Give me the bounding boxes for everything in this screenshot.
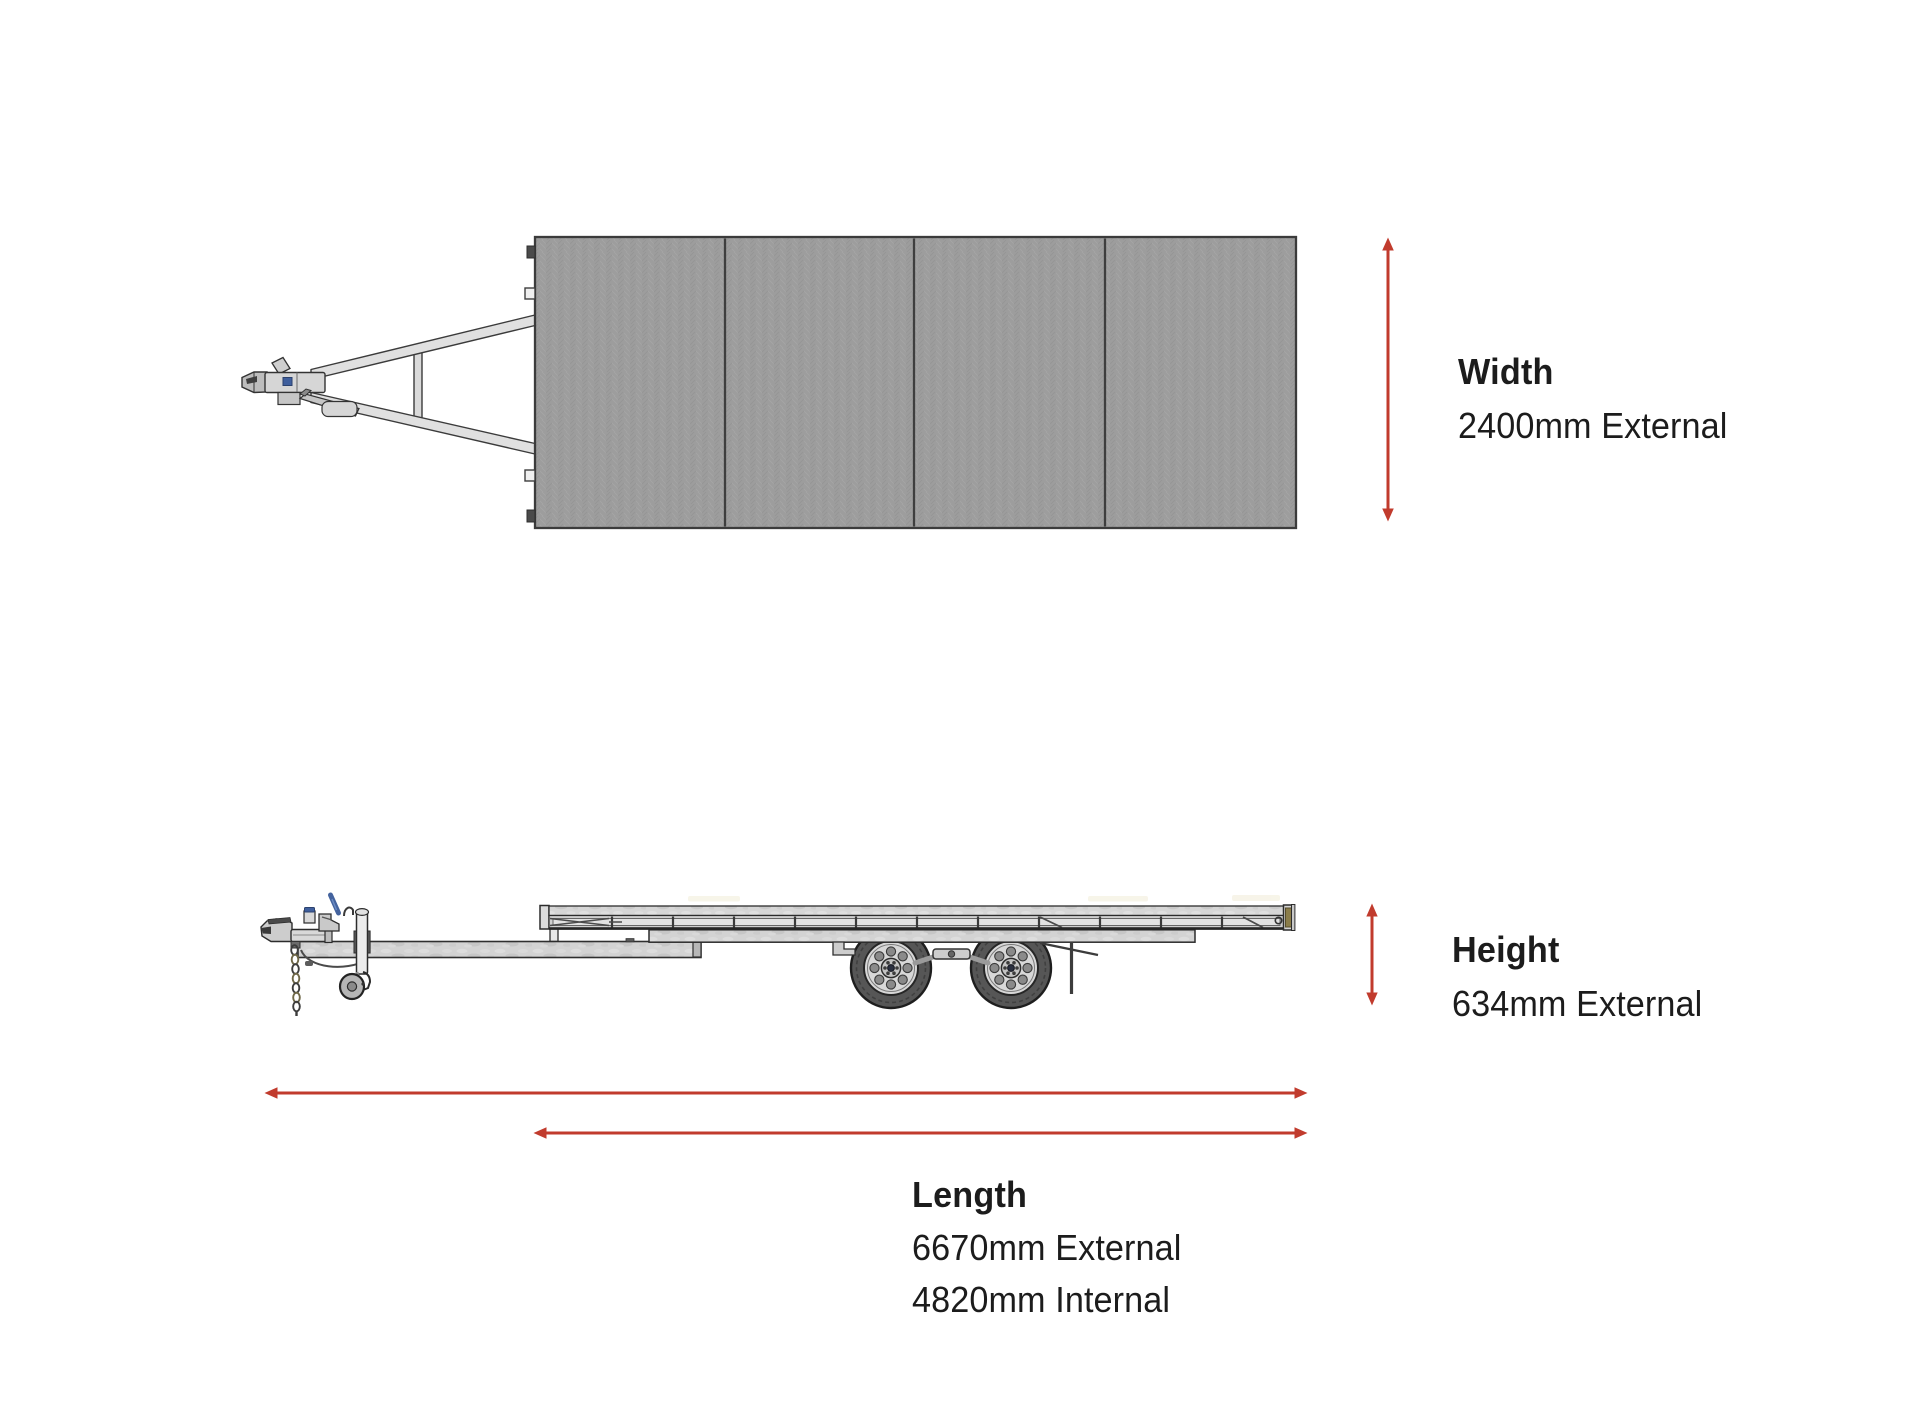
wheel-rear: [969, 926, 1053, 1010]
drawbar-cross-brace: [413, 348, 423, 424]
length-internal-dimension-arrow: [533, 1127, 1308, 1139]
length-label: Length: [912, 1174, 1028, 1215]
safety-chain: [290, 944, 301, 1016]
length-internal-value: 4820mm Internal: [912, 1279, 1171, 1320]
deck-top: [533, 235, 1298, 530]
drawbar-arm-upper: [310, 314, 536, 381]
length-external-dimension-arrow: [264, 1087, 1308, 1099]
height-dimension-arrow: [1366, 903, 1378, 1006]
hitch-coupler-side: [260, 892, 354, 949]
deck-edge-pin: [526, 245, 536, 259]
handbrake-knob: [304, 907, 315, 913]
hitch-coupler-top: [241, 356, 360, 418]
deck-lashing-tab: [524, 469, 536, 482]
deck-front-lattice: [549, 917, 622, 927]
coupler-blue-detail: [282, 377, 293, 386]
top-view: [241, 235, 1298, 530]
drawbar-beam-endcap: [692, 941, 702, 958]
deck-edge-pin: [526, 509, 536, 523]
coupler-hook: [343, 906, 354, 917]
deck-highlight-marks: [688, 895, 1280, 902]
width-label: Width: [1458, 351, 1554, 392]
width-dimension-arrow: [1382, 237, 1394, 522]
tie-ring: [1274, 916, 1283, 925]
front-axle-bracket: [832, 941, 856, 956]
suspension-rocker: [912, 948, 991, 966]
height-value: 634mm External: [1452, 983, 1703, 1024]
deck-side: [539, 904, 1285, 930]
height-label: Height: [1452, 929, 1560, 970]
length-external-value: 6670mm External: [912, 1227, 1182, 1268]
jockey-wheel: [338, 907, 372, 1001]
chassis-rail: [648, 929, 1196, 943]
deck-front-post: [549, 928, 559, 942]
deck-lashing-tab: [524, 287, 536, 300]
rear-bracket: [1039, 941, 1099, 994]
rear-end-plate: [1282, 904, 1296, 931]
width-value: 2400mm External: [1458, 405, 1728, 446]
side-view: [260, 892, 1296, 1016]
cable-clamp: [305, 961, 313, 966]
